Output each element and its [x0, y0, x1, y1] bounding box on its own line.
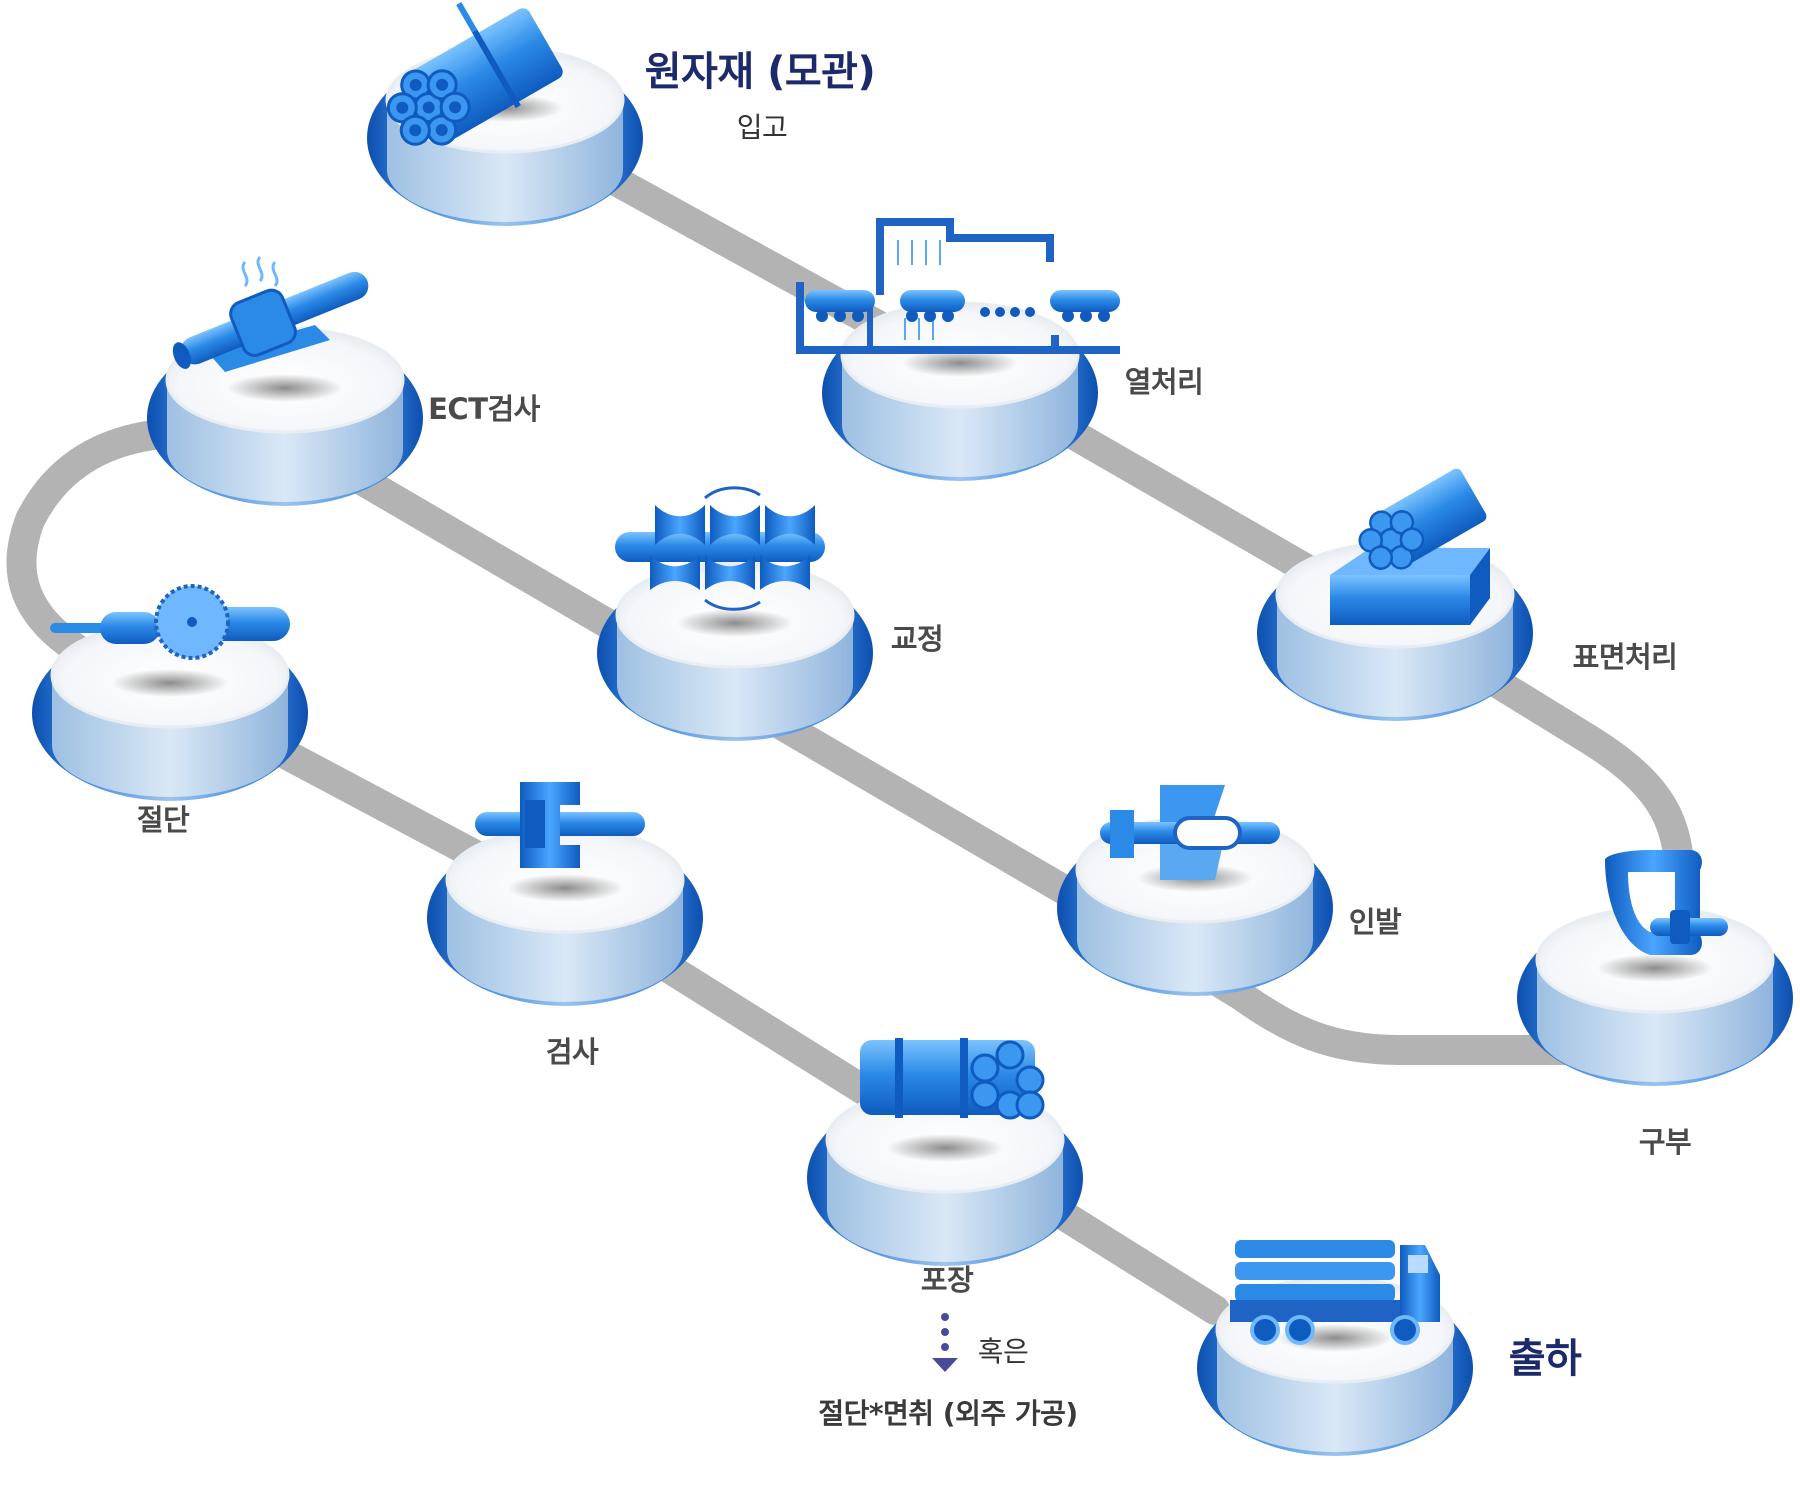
label-cutting: 절단: [136, 803, 190, 837]
label-heat-treatment: 열처리: [1124, 365, 1204, 399]
drawing-die-icon: [1100, 785, 1280, 880]
tank-pipes-icon: [1330, 468, 1490, 625]
label-shipping: 출하: [1508, 1336, 1582, 1382]
label-bending: 구부: [1638, 1125, 1692, 1159]
rollers-icon: [615, 486, 825, 611]
station-straighten: [595, 561, 875, 743]
label-drawing: 인발: [1348, 905, 1402, 939]
packed-bundle-icon: [860, 1038, 1045, 1120]
label-surface-treatment: 표면처리: [1572, 640, 1678, 674]
bending-die-icon: [1605, 850, 1728, 955]
label-alternative-process: 절단*면취 (외주 가공): [818, 1397, 1078, 1430]
label-raw-material: 원자재 (모관): [644, 49, 876, 95]
label-packing: 포장: [920, 1263, 974, 1297]
furnace-icon: [796, 218, 1120, 354]
or-arrow: [932, 1313, 958, 1372]
ect-probe-icon: [172, 256, 369, 372]
truck-icon: [1230, 1240, 1440, 1345]
pipe-bundle-icon: [386, 2, 563, 146]
label-raw-receiving: 입고: [736, 111, 788, 144]
label-ect-inspection: ECT검사: [428, 392, 540, 426]
saw-blade-icon: [50, 584, 290, 660]
label-or: 혹은: [977, 1335, 1029, 1368]
label-straightening: 교정: [890, 622, 944, 656]
gauge-icon: [475, 782, 645, 868]
station-heat: [820, 301, 1100, 483]
label-inspection: 검사: [545, 1035, 599, 1069]
